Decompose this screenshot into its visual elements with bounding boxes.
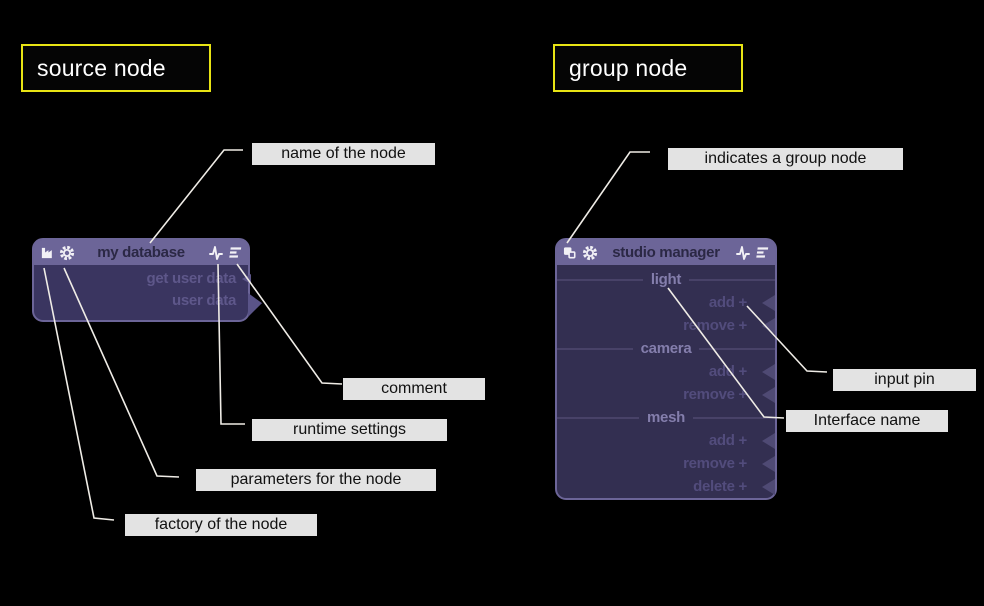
callout-interface-name: Interface name bbox=[786, 410, 948, 432]
callout-input-pin: input pin bbox=[833, 369, 976, 391]
runtime-settings-icon[interactable] bbox=[207, 244, 224, 261]
heading-source-node: source node bbox=[21, 44, 211, 92]
callout-group-indicator: indicates a group node bbox=[668, 148, 903, 170]
heading-source-node-label: source node bbox=[37, 55, 166, 81]
pin-label: add + bbox=[708, 294, 747, 311]
interface-row: mesh bbox=[557, 406, 775, 429]
pin-row[interactable]: delete + bbox=[557, 475, 775, 498]
source-node-header[interactable]: my database bbox=[34, 240, 248, 265]
comment-icon[interactable] bbox=[753, 244, 770, 261]
input-pin-icon[interactable] bbox=[762, 479, 775, 495]
gear-icon[interactable] bbox=[58, 244, 75, 261]
pin-label: add + bbox=[708, 432, 747, 449]
heading-group-node: group node bbox=[553, 44, 743, 92]
comment-icon[interactable] bbox=[226, 244, 243, 261]
gear-icon[interactable] bbox=[581, 244, 598, 261]
callout-line-group-indicator bbox=[566, 151, 650, 244]
group-node-body: light add + remove + camera add + re bbox=[557, 265, 775, 498]
input-pin-icon[interactable] bbox=[762, 387, 775, 403]
heading-group-node-label: group node bbox=[569, 55, 688, 81]
node-title: studio manager bbox=[612, 244, 720, 261]
pin-row[interactable]: add + bbox=[557, 291, 775, 314]
input-pin-icon[interactable] bbox=[762, 295, 775, 311]
pin-marker-icon[interactable] bbox=[242, 274, 251, 284]
pin-label: add + bbox=[708, 363, 747, 380]
pin-row[interactable]: user data bbox=[34, 290, 248, 312]
output-pin-tail-icon[interactable] bbox=[248, 293, 262, 317]
pin-row[interactable]: remove + bbox=[557, 452, 775, 475]
pin-label: remove + bbox=[683, 455, 747, 472]
callout-line-name bbox=[149, 149, 243, 244]
input-pin-icon[interactable] bbox=[762, 433, 775, 449]
source-node-body: get user data user data bbox=[34, 265, 251, 312]
runtime-settings-icon[interactable] bbox=[734, 244, 751, 261]
input-pin-icon[interactable] bbox=[762, 318, 775, 334]
pin-row[interactable]: remove + bbox=[557, 314, 775, 337]
input-pin-icon[interactable] bbox=[762, 456, 775, 472]
callout-parameters: parameters for the node bbox=[196, 469, 436, 491]
callout-runtime-settings: runtime settings bbox=[252, 419, 447, 441]
pin-label: delete + bbox=[693, 478, 747, 495]
pin-row[interactable]: get user data bbox=[34, 268, 251, 290]
callout-line-comment bbox=[236, 263, 343, 385]
pin-row[interactable]: add + bbox=[557, 429, 775, 452]
callout-comment: comment bbox=[343, 378, 485, 400]
pin-label: get user data bbox=[146, 270, 237, 287]
node-title: my database bbox=[97, 244, 185, 261]
pin-row[interactable]: remove + bbox=[557, 383, 775, 406]
interface-name-label: light bbox=[650, 271, 682, 288]
group-node-header[interactable]: studio manager bbox=[557, 240, 775, 265]
callout-name-of-node: name of the node bbox=[252, 143, 435, 165]
group-node-icon bbox=[562, 244, 579, 261]
pin-label: user data bbox=[172, 292, 236, 309]
factory-icon[interactable] bbox=[39, 244, 56, 261]
pin-row[interactable]: add + bbox=[557, 360, 775, 383]
pin-label: remove + bbox=[683, 317, 747, 334]
pin-label: remove + bbox=[683, 386, 747, 403]
interface-row: light bbox=[557, 268, 775, 291]
interface-name-label: mesh bbox=[647, 409, 685, 426]
callout-factory: factory of the node bbox=[125, 514, 317, 536]
interface-row: camera bbox=[557, 337, 775, 360]
input-pin-icon[interactable] bbox=[762, 364, 775, 380]
source-node[interactable]: my database get user data user data bbox=[32, 238, 262, 322]
group-node[interactable]: studio manager light add + bbox=[555, 238, 777, 500]
interface-name-label: camera bbox=[640, 340, 692, 357]
